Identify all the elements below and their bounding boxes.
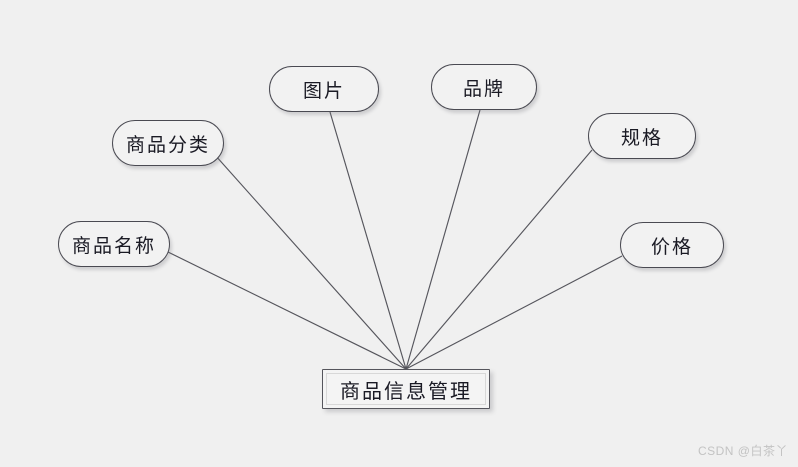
attribute-label: 规格: [620, 127, 663, 149]
attribute-node-product-brand[interactable]: 品牌: [431, 64, 537, 110]
entity-label: 商品信息管理: [340, 380, 472, 403]
attribute-node-product-image[interactable]: 图片: [269, 66, 379, 112]
entity-node-product-info-management[interactable]: 商品信息管理: [322, 369, 490, 409]
attribute-label: 价格: [650, 236, 693, 258]
attribute-node-product-category[interactable]: 商品分类: [112, 120, 224, 166]
attribute-node-product-spec[interactable]: 规格: [588, 113, 696, 159]
attribute-label: 品牌: [462, 78, 505, 100]
attribute-label: 图片: [302, 80, 345, 102]
connector-product-image: [329, 111, 407, 370]
attribute-node-product-price[interactable]: 价格: [620, 222, 724, 268]
attribute-label: 商品分类: [125, 134, 210, 156]
connector-product-category: [214, 154, 407, 370]
attribute-node-product-name[interactable]: 商品名称: [58, 221, 170, 267]
connector-product-brand: [405, 109, 481, 370]
connector-product-name: [167, 251, 407, 370]
attribute-label: 商品名称: [71, 235, 156, 257]
watermark-text: CSDN @白茶丫: [697, 444, 788, 458]
connector-product-spec: [405, 149, 593, 370]
connector-lines: [167, 109, 623, 370]
connector-product-price: [405, 255, 623, 370]
